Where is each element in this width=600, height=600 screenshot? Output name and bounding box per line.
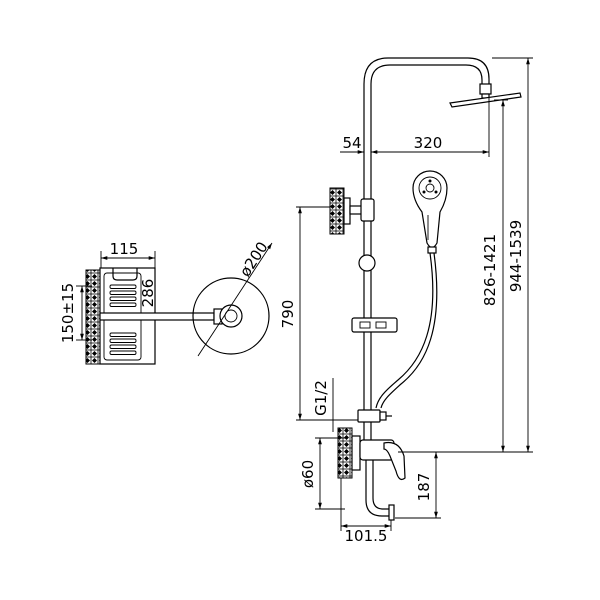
wall-clearance-label: 150±15 xyxy=(59,283,77,343)
dim-flange xyxy=(315,437,345,510)
slider xyxy=(358,254,376,272)
bath-spout xyxy=(365,460,395,521)
hand-shower xyxy=(412,170,448,254)
riser-pipe xyxy=(363,57,490,440)
inlet-thread-label: G1/2 xyxy=(312,380,330,416)
head-height-range-label: 826-1421 xyxy=(481,234,499,306)
basket-width-label: 115 xyxy=(110,240,139,258)
flange-diameter-label: ø60 xyxy=(299,460,317,488)
dim-bracket-height xyxy=(296,206,360,421)
shower-head-top xyxy=(192,277,270,355)
overhead-shower-head xyxy=(449,83,522,108)
dim-basket-width xyxy=(100,251,156,268)
dim-arm xyxy=(340,98,490,157)
upper-wall-bracket xyxy=(329,187,375,235)
dim-wall-clearance xyxy=(76,285,92,341)
spout-projection-label: 101.5 xyxy=(345,527,388,545)
bracket-height-label: 790 xyxy=(279,300,297,329)
dim-overall-height xyxy=(492,57,533,452)
mixer-lever xyxy=(383,441,406,481)
wall-tiles-top xyxy=(85,269,101,365)
diverter xyxy=(357,409,392,423)
diameter-line xyxy=(197,242,273,357)
shower-arm-top xyxy=(99,312,215,321)
overall-height-range-label: 944-1539 xyxy=(507,220,525,292)
dim-spout-height xyxy=(395,451,533,519)
front-view: 54 320 790 xyxy=(279,57,533,545)
spout-height-label: 187 xyxy=(415,473,433,502)
soap-dish xyxy=(351,317,398,333)
head-diameter-label: ø200 xyxy=(236,239,272,281)
dim-head-height xyxy=(494,99,508,452)
top-view: 115 286 150±15 ø200 xyxy=(59,239,273,365)
arm-length-label: 320 xyxy=(414,134,443,152)
dim-spout-projection xyxy=(340,478,392,531)
arm-offset-label: 54 xyxy=(342,134,361,152)
shelf-basket xyxy=(99,267,156,365)
shower-hose xyxy=(375,252,438,409)
basket-depth-label: 286 xyxy=(139,279,157,308)
